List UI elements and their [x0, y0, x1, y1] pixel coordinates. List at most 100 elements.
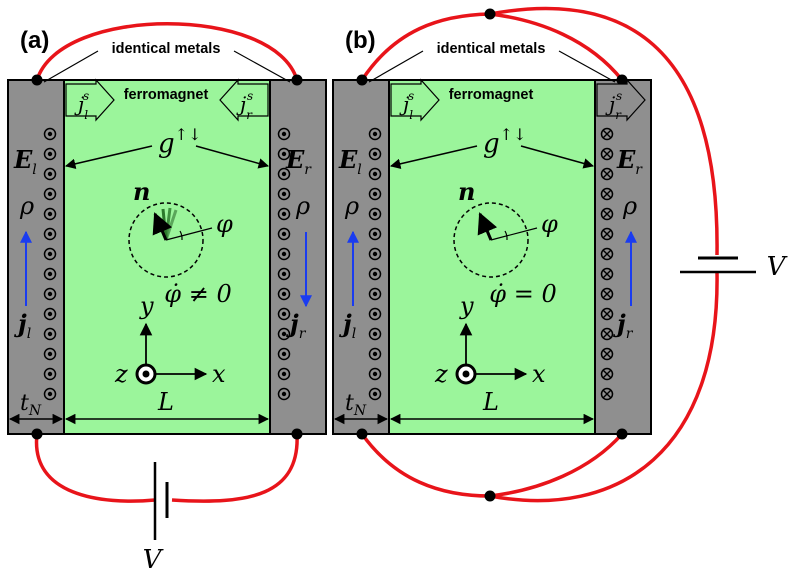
- field-mark-cross-stroke: [602, 169, 612, 179]
- angle-arc: [504, 230, 508, 241]
- contact-node: [31, 428, 43, 440]
- field-out-of-page-mark: [368, 187, 382, 201]
- z-axis-dot: [142, 370, 150, 378]
- field-mark-cross-stroke: [602, 149, 612, 159]
- field-mark-dot: [47, 371, 53, 377]
- resistivity-right-label: ρ: [622, 192, 637, 220]
- field-mark-cross-stroke: [602, 129, 612, 139]
- magnetization-vector: [152, 212, 173, 241]
- field-mark-dot: [372, 311, 378, 317]
- magnetization-label: n: [458, 177, 475, 206]
- field-mark-dot: [281, 311, 287, 317]
- field-mark-dot: [372, 331, 378, 337]
- field-into-page-mark: [600, 207, 614, 221]
- field-mark-dot: [47, 151, 53, 157]
- field-mark-dot: [281, 151, 287, 157]
- field-mark-dot: [372, 351, 378, 357]
- field-out-of-page-mark: [43, 167, 57, 181]
- field-out-of-page-mark: [43, 247, 57, 261]
- contact-node: [291, 74, 303, 86]
- field-out-of-page-mark: [43, 227, 57, 241]
- field-mark-dot: [281, 131, 287, 137]
- precession-circle: [453, 202, 529, 278]
- field-mark-cross-stroke: [602, 369, 612, 379]
- spin-current-right-arrow: [596, 78, 646, 122]
- field-out-of-page-mark: [43, 287, 57, 301]
- junction-node: [484, 490, 496, 502]
- resistivity-left-label: ρ: [344, 192, 359, 220]
- angle-label: φ: [541, 210, 558, 238]
- bottom-wire: [34, 433, 299, 503]
- field-into-page-mark: [600, 347, 614, 361]
- current-left-label: jl: [14, 309, 31, 342]
- field-out-of-page-mark: [277, 167, 291, 181]
- conductance-arrow-right: [520, 145, 595, 169]
- field-out-of-page-mark: [368, 247, 382, 261]
- field-mark-cross-stroke: [602, 229, 612, 239]
- field-out-of-page-mark: [277, 187, 291, 201]
- y-axis-label: y: [139, 292, 154, 320]
- field-mark-dot: [281, 171, 287, 177]
- resistivity-left-label: ρ: [19, 192, 34, 220]
- field-mark-dot: [372, 371, 378, 377]
- field-left-label: El: [13, 145, 37, 178]
- spin-current-left-label: jls: [399, 89, 414, 122]
- left-field-marks: [43, 127, 57, 401]
- panel-b: V (b) identical metals ferromagnet jls j…: [332, 6, 788, 503]
- field-out-of-page-mark: [368, 207, 382, 221]
- top-left-wire: [360, 12, 491, 81]
- field-mark-dot: [47, 351, 53, 357]
- angle-ray: [490, 227, 538, 241]
- field-mark-cross-stroke: [602, 329, 612, 339]
- field-mark-cross-stroke: [602, 289, 612, 299]
- thickness-label: tN: [345, 391, 367, 419]
- conductance-arrow-left: [389, 145, 478, 169]
- junction-node: [484, 8, 496, 20]
- field-mark-dot: [372, 131, 378, 137]
- spin-current-right-arrow: [219, 78, 269, 122]
- right-field-marks: [277, 127, 291, 401]
- field-mark-cross-stroke: [602, 389, 612, 399]
- field-out-of-page-mark: [277, 147, 291, 161]
- field-mark-dot: [372, 231, 378, 237]
- field-out-of-page-mark: [277, 267, 291, 281]
- field-out-of-page-mark: [368, 167, 382, 181]
- field-mark-dot: [281, 271, 287, 277]
- field-into-page-mark: [600, 227, 614, 241]
- field-mark-dot: [281, 291, 287, 297]
- spin-current-right-label: jrs: [236, 89, 253, 122]
- field-mark-dot: [47, 251, 53, 257]
- contact-node: [356, 428, 368, 440]
- field-into-page-mark: [600, 147, 614, 161]
- contact-node: [291, 428, 303, 440]
- field-mark-dot: [281, 331, 287, 337]
- field-out-of-page-mark: [368, 267, 382, 281]
- field-mark-cross-stroke: [602, 209, 612, 219]
- field-mark-dot: [47, 291, 53, 297]
- thickness-label: tN: [20, 391, 42, 419]
- field-into-page-mark: [600, 167, 614, 181]
- field-out-of-page-mark: [368, 327, 382, 341]
- resistivity-right-label: ρ: [295, 192, 310, 220]
- current-right-label: jr: [613, 309, 634, 342]
- label-leader-right: [558, 50, 616, 83]
- label-leader-left: [43, 50, 99, 83]
- length-label: L: [157, 388, 174, 416]
- field-out-of-page-mark: [277, 327, 291, 341]
- field-out-of-page-mark: [277, 287, 291, 301]
- label-leader-right: [233, 50, 291, 83]
- voltage-label: V: [767, 252, 788, 282]
- spin-current-left-label: jls: [74, 89, 89, 122]
- ferromagnet-label: ferromagnet: [449, 87, 534, 103]
- field-mark-dot: [281, 231, 287, 237]
- field-mark-dot: [47, 311, 53, 317]
- precession-condition: φ̇ = 0: [489, 280, 556, 308]
- field-left-label: El: [338, 145, 362, 178]
- field-mark-dot: [372, 391, 378, 397]
- field-mark-dot: [372, 291, 378, 297]
- panel-a: V (a) identical metals ferromagnet jls j…: [7, 22, 327, 575]
- field-mark-dot: [281, 391, 287, 397]
- field-mark-cross-stroke: [602, 249, 612, 259]
- contact-node: [616, 428, 628, 440]
- field-out-of-page-mark: [277, 227, 291, 241]
